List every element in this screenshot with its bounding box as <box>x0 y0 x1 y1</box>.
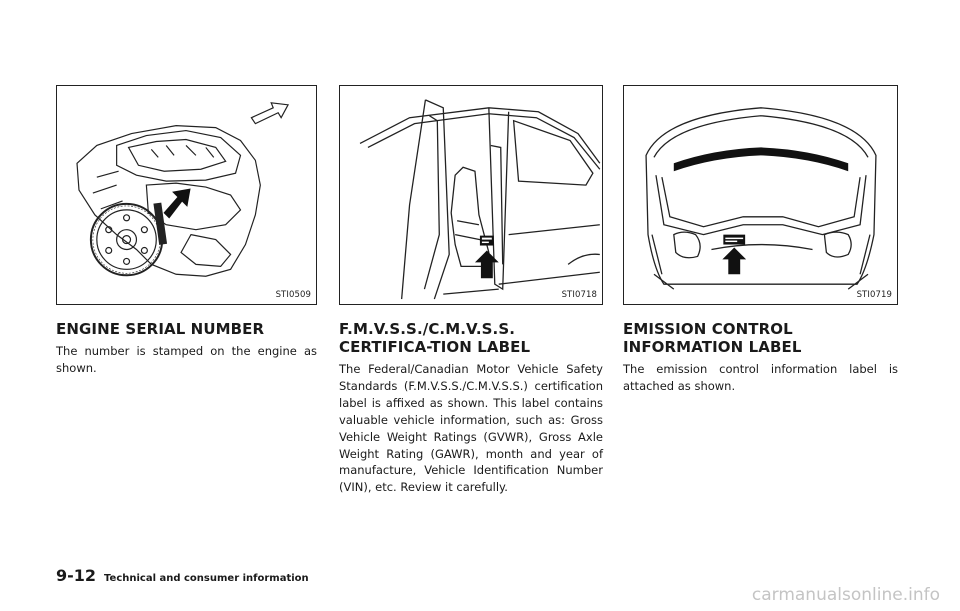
section-engine-serial: STI0509 ENGINE SERIAL NUMBER The number … <box>56 85 317 377</box>
section-heading: EMISSION CONTROL INFORMATION LABEL <box>623 320 802 356</box>
section-body: The number is stamped on the engine as s… <box>56 344 317 375</box>
hood-illustration <box>645 107 877 290</box>
section-heading: ENGINE SERIAL NUMBER <box>56 320 265 338</box>
figure-hood: STI0719 <box>623 85 898 305</box>
section-body: The Federal/Canadian Motor Vehicle Safet… <box>339 362 603 495</box>
section-emission-label: STI0719 EMISSION CONTROL INFORMATION LAB… <box>623 85 898 395</box>
page-number: 9-12 <box>56 566 97 585</box>
section-certification-label: STI0718 F.M.V.S.S./C.M.V.S.S. CERTIFICA-… <box>339 85 603 496</box>
chapter-title: Technical and consumer information <box>104 573 309 584</box>
engine-illustration <box>76 102 290 277</box>
figure-engine: STI0509 <box>56 85 317 305</box>
page-footer: 9-12 Technical and consumer information <box>56 566 309 585</box>
watermark: carmanualsonline.info <box>751 585 940 605</box>
figure-code: STI0509 <box>275 290 311 300</box>
figure-door-pillar: STI0718 <box>339 85 603 305</box>
section-body: The emission control information label i… <box>623 362 898 393</box>
door-pillar-illustration <box>359 99 601 300</box>
figure-code: STI0718 <box>561 290 597 300</box>
figure-code: STI0719 <box>856 290 892 300</box>
section-heading: F.M.V.S.S./C.M.V.S.S. CERTIFICA-TION LAB… <box>339 320 531 356</box>
